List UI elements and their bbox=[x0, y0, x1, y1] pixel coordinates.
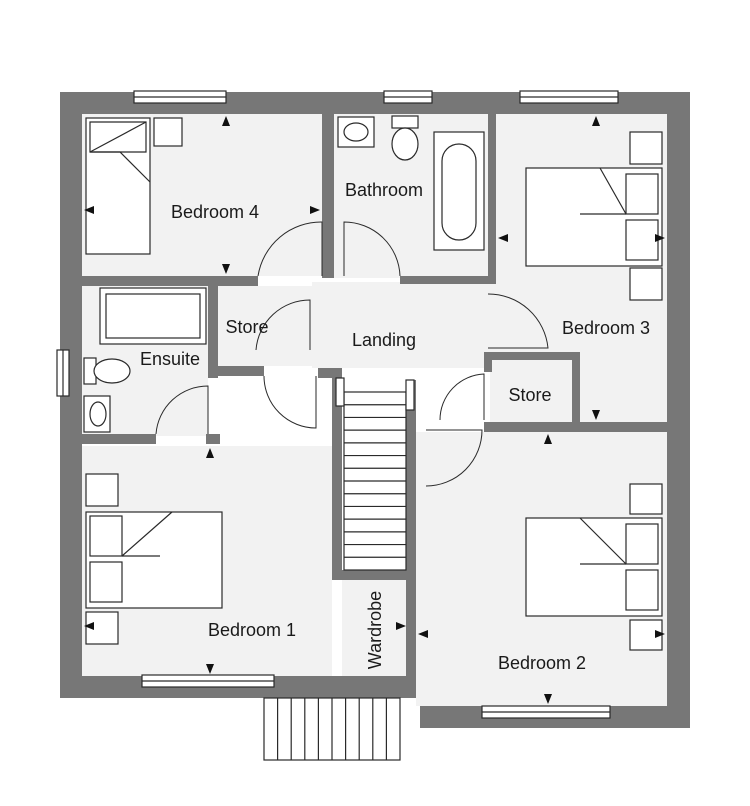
bedside-bedroom-4 bbox=[153, 117, 183, 147]
label-bedroom-1: Bedroom 1 bbox=[208, 620, 296, 640]
staircase bbox=[335, 377, 415, 571]
bed-bedroom-4 bbox=[85, 117, 151, 255]
wall-bath-bottom bbox=[400, 276, 494, 284]
bedside-bedroom-3-bottom bbox=[629, 267, 663, 301]
stair-treads bbox=[344, 404, 406, 558]
marker bbox=[310, 206, 320, 214]
label-bedroom-3: Bedroom 3 bbox=[562, 318, 650, 338]
marker bbox=[222, 116, 230, 126]
label-ensuite: Ensuite bbox=[140, 349, 200, 369]
bed-bedroom-3 bbox=[525, 167, 663, 267]
store-left-floor bbox=[218, 286, 312, 366]
marker bbox=[592, 116, 600, 126]
wall-store-bottom bbox=[218, 366, 264, 376]
bedside-bedroom-2-top bbox=[629, 483, 663, 515]
ensuite-toilet bbox=[93, 358, 131, 384]
wall-bath-bed3 bbox=[488, 114, 496, 284]
door-bedroom-2 bbox=[425, 429, 483, 487]
bed-bedroom-2 bbox=[525, 517, 663, 617]
windows bbox=[56, 90, 619, 719]
door-store-left bbox=[255, 299, 311, 351]
label-wardrobe: Wardrobe bbox=[365, 591, 385, 669]
marker bbox=[655, 630, 665, 638]
marker bbox=[498, 234, 508, 242]
room-labels: Bedroom 4 Bathroom Bedroom 3 Store Landi… bbox=[140, 180, 650, 673]
bathroom-toilet bbox=[391, 127, 419, 161]
external-step-lines bbox=[277, 698, 387, 760]
dimension-markers bbox=[84, 116, 665, 704]
door-bedroom-1 bbox=[263, 375, 317, 429]
door-bathroom bbox=[343, 221, 401, 277]
wall-bed3-bed2 bbox=[484, 422, 667, 432]
newel-left bbox=[335, 377, 345, 407]
interior-walls bbox=[82, 114, 667, 676]
ensuite-shower bbox=[99, 287, 207, 345]
landing-floor bbox=[312, 282, 494, 368]
door-bedroom-4 bbox=[257, 221, 323, 277]
marker bbox=[418, 630, 428, 638]
label-bedroom-4: Bedroom 4 bbox=[171, 202, 259, 222]
marker bbox=[396, 622, 406, 630]
wall-bed4-bottom bbox=[82, 276, 258, 286]
newel-right bbox=[405, 379, 415, 411]
door-store-right bbox=[439, 373, 485, 421]
label-store-right: Store bbox=[508, 385, 551, 405]
marker bbox=[206, 448, 214, 458]
door-swings bbox=[155, 221, 549, 487]
label-landing: Landing bbox=[352, 330, 416, 350]
door-ensuite bbox=[155, 385, 209, 435]
label-bedroom-2: Bedroom 2 bbox=[498, 653, 586, 673]
wall-stairs-bottom bbox=[332, 570, 416, 580]
bedside-bedroom-1-top bbox=[85, 473, 119, 507]
marker bbox=[592, 410, 600, 420]
wall-ensuite-store bbox=[208, 286, 218, 378]
wall-store-right-top bbox=[484, 352, 580, 360]
wall-store-right-side bbox=[572, 352, 580, 424]
wall-stairs-left-cap bbox=[318, 368, 332, 378]
marker bbox=[544, 434, 552, 444]
marker bbox=[655, 234, 665, 242]
marker bbox=[84, 206, 94, 214]
door-bedroom-3 bbox=[487, 293, 549, 349]
fixtures bbox=[83, 115, 663, 651]
wall-store-right-stub bbox=[484, 352, 492, 372]
bathroom-toilet-cistern bbox=[391, 115, 419, 129]
wall-bed4-bath bbox=[322, 114, 334, 278]
marker bbox=[84, 622, 94, 630]
marker bbox=[222, 264, 230, 274]
wall-ensuite-bottom-a bbox=[82, 434, 156, 444]
bedside-bedroom-3-top bbox=[629, 131, 663, 165]
label-store-left: Store bbox=[225, 317, 268, 337]
wall-ensuite-bottom-b bbox=[206, 434, 220, 444]
bed-bedroom-1 bbox=[85, 511, 223, 609]
label-bathroom: Bathroom bbox=[345, 180, 423, 200]
store-right-floor bbox=[490, 362, 572, 424]
marker bbox=[206, 664, 214, 674]
wall-stairs-left bbox=[332, 368, 342, 578]
wall-stairs-right bbox=[406, 380, 416, 676]
exterior-steps bbox=[263, 697, 401, 761]
marker bbox=[544, 694, 552, 704]
